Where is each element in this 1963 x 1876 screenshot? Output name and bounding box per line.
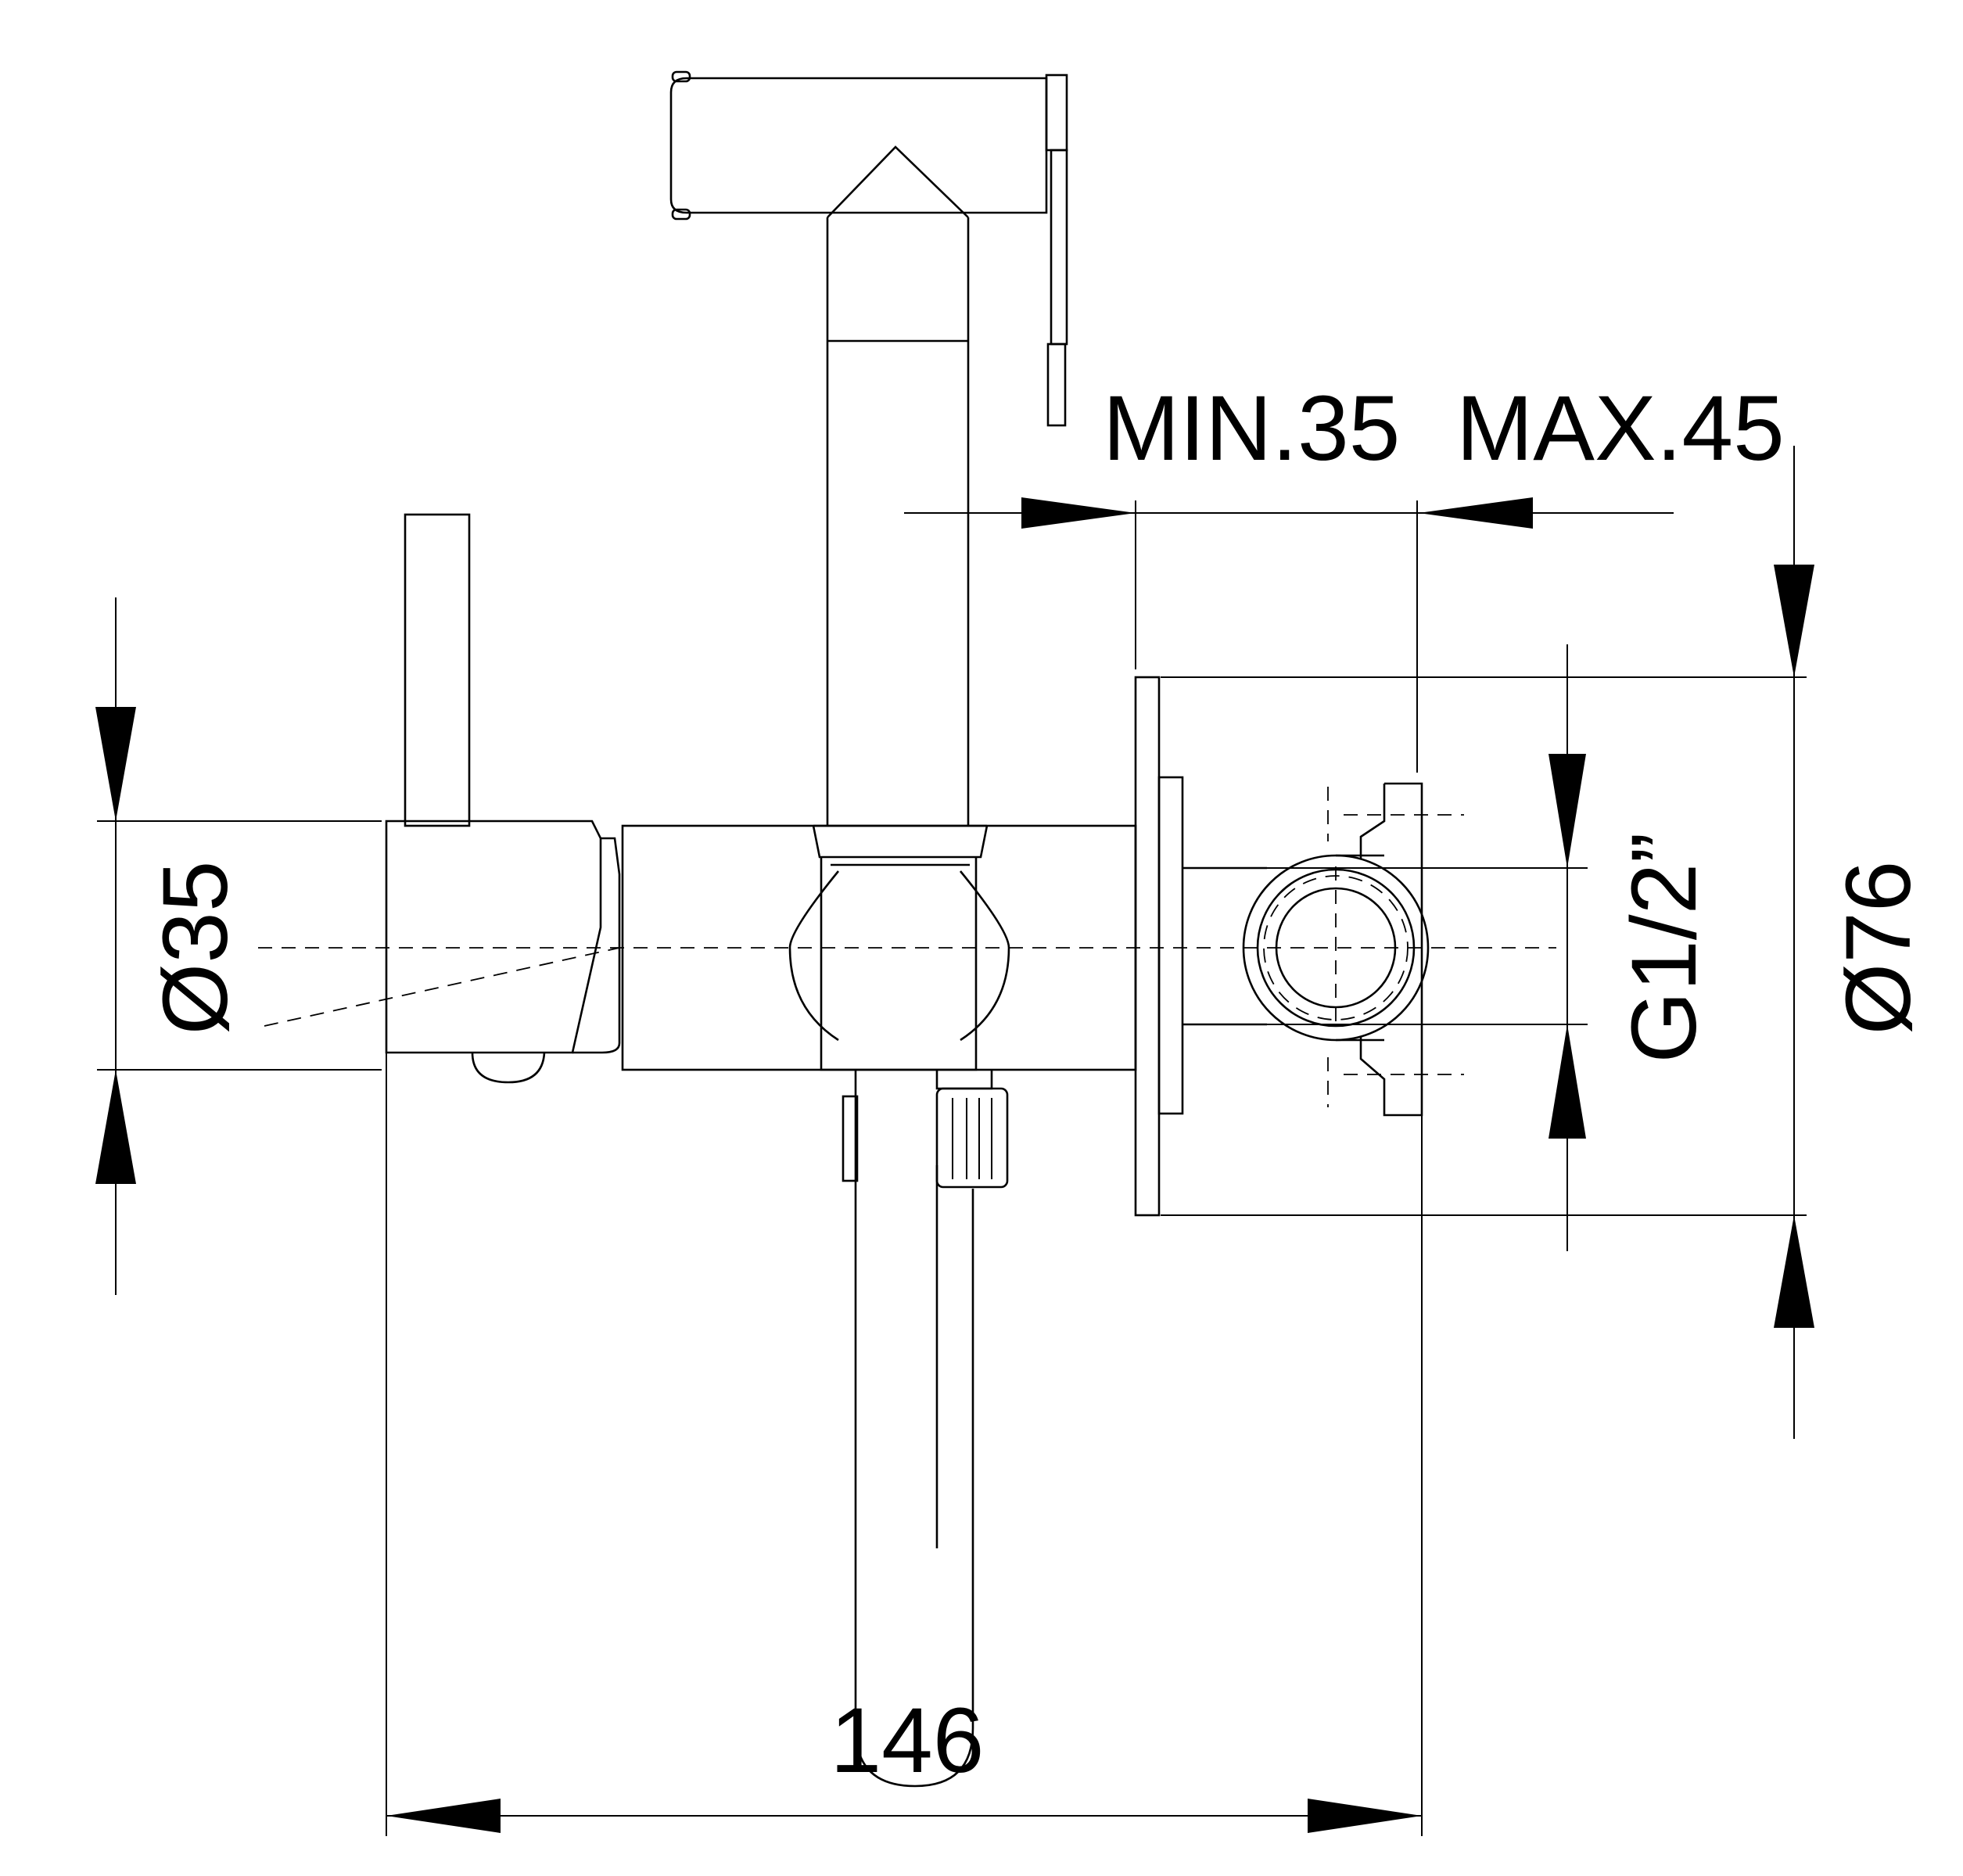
wall-flange: [1134, 676, 1807, 1217]
dim-dia-body-label: Ø35: [144, 860, 247, 1035]
dim-thread-label: G1/2”: [1613, 832, 1716, 1063]
hose-outlet: [842, 1070, 1009, 1788]
shower-head: [669, 70, 1068, 826]
threaded-connection: [1242, 782, 1464, 1117]
dim-min-label: MIN.35: [1103, 377, 1400, 480]
dim-length: 146: [386, 1053, 1423, 1836]
dim-dia-flange-label: Ø76: [1827, 860, 1930, 1035]
shower-holder: [264, 513, 621, 1084]
dim-thread: G1/2”: [1267, 644, 1716, 1251]
dim-dia-body: Ø35: [95, 597, 382, 1295]
dim-max-label: MAX.45: [1456, 377, 1785, 480]
dim-min-max: MIN.35 MAX.45: [904, 377, 1785, 773]
dim-dia-flange: Ø76: [1774, 446, 1930, 1439]
dim-length-label: 146: [831, 1689, 985, 1792]
